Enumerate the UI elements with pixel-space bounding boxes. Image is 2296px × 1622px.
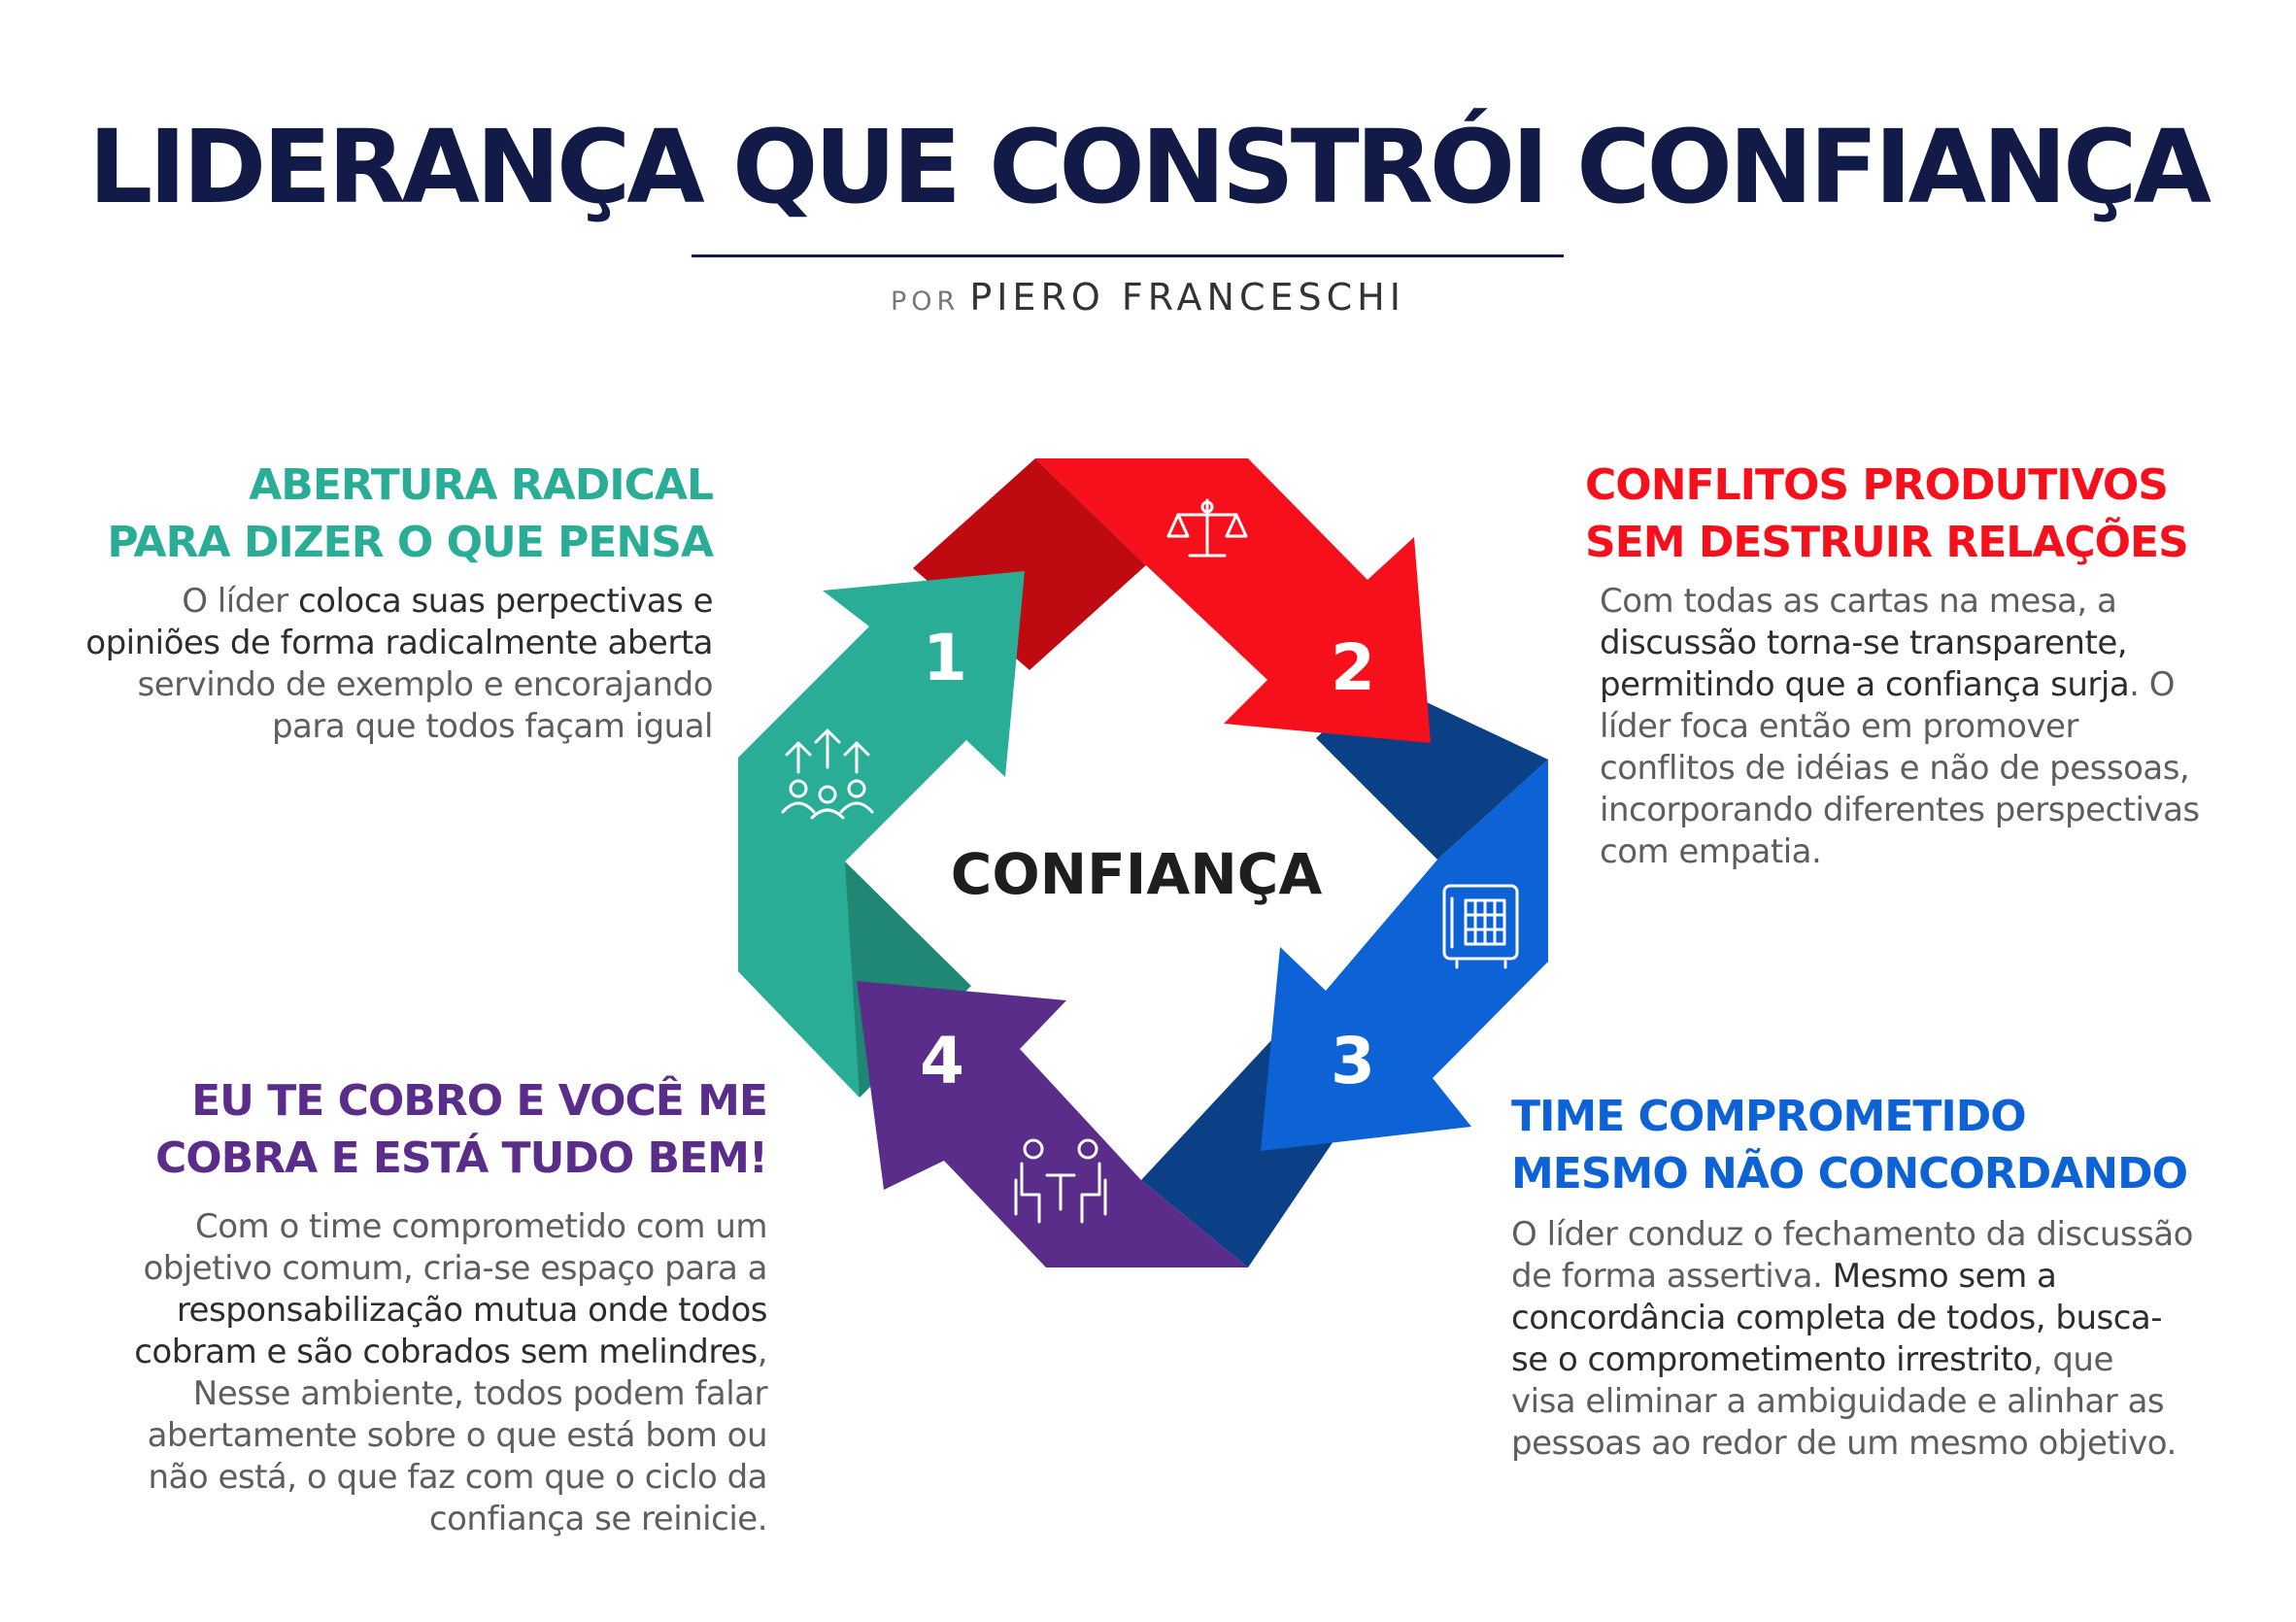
meeting-icon	[1014, 1138, 1107, 1224]
page-title: LIDERANÇA QUE CONSTRÓI CONFIANÇA	[88, 108, 2212, 226]
team-growth-icon	[781, 728, 874, 820]
arrow-step-4	[857, 981, 1248, 1267]
section-3-heading: TIME COMPROMETIDO MESMO NÃO CONCORDANDO	[1511, 1092, 2188, 1199]
step-number-3: 3	[1331, 1024, 1375, 1098]
section-1-body: O líder coloca suas perpectivas e opiniõ…	[85, 582, 713, 746]
byline: POR PIERO FRANCESCHI	[0, 276, 2296, 319]
byline-prefix: POR	[891, 287, 961, 317]
author-name: PIERO FRANCESCHI	[969, 276, 1405, 319]
section-4-body: Com o time comprometido com um objetivo …	[134, 1207, 767, 1538]
arrow-step-3	[1261, 760, 1548, 1151]
section-1-heading: ABERTURA RADICAL PARA DIZER O QUE PENSA	[107, 460, 714, 567]
arrow-step-2	[1035, 458, 1431, 743]
step-number-4: 4	[920, 1024, 964, 1098]
center-label: CONFIANÇA	[951, 841, 1323, 907]
step-number-2: 2	[1331, 630, 1375, 705]
step-number-1: 1	[923, 621, 967, 695]
title-divider	[692, 254, 1564, 257]
section-2-heading: CONFLITOS PRODUTIVOS SEM DESTRUIR RELAÇÕ…	[1585, 460, 2189, 567]
section-3-body: O líder conduz o fechamento da discussão…	[1511, 1215, 2193, 1463]
arrow-step-1	[738, 571, 1025, 1098]
section-2-body: Com todas as cartas na mesa, a discussão…	[1600, 582, 2200, 871]
section-4-heading: EU TE COBRO E VOCÊ ME COBRA E ESTÁ TUDO …	[154, 1076, 768, 1183]
safe-icon	[1442, 884, 1519, 969]
scales-icon	[1166, 498, 1248, 558]
